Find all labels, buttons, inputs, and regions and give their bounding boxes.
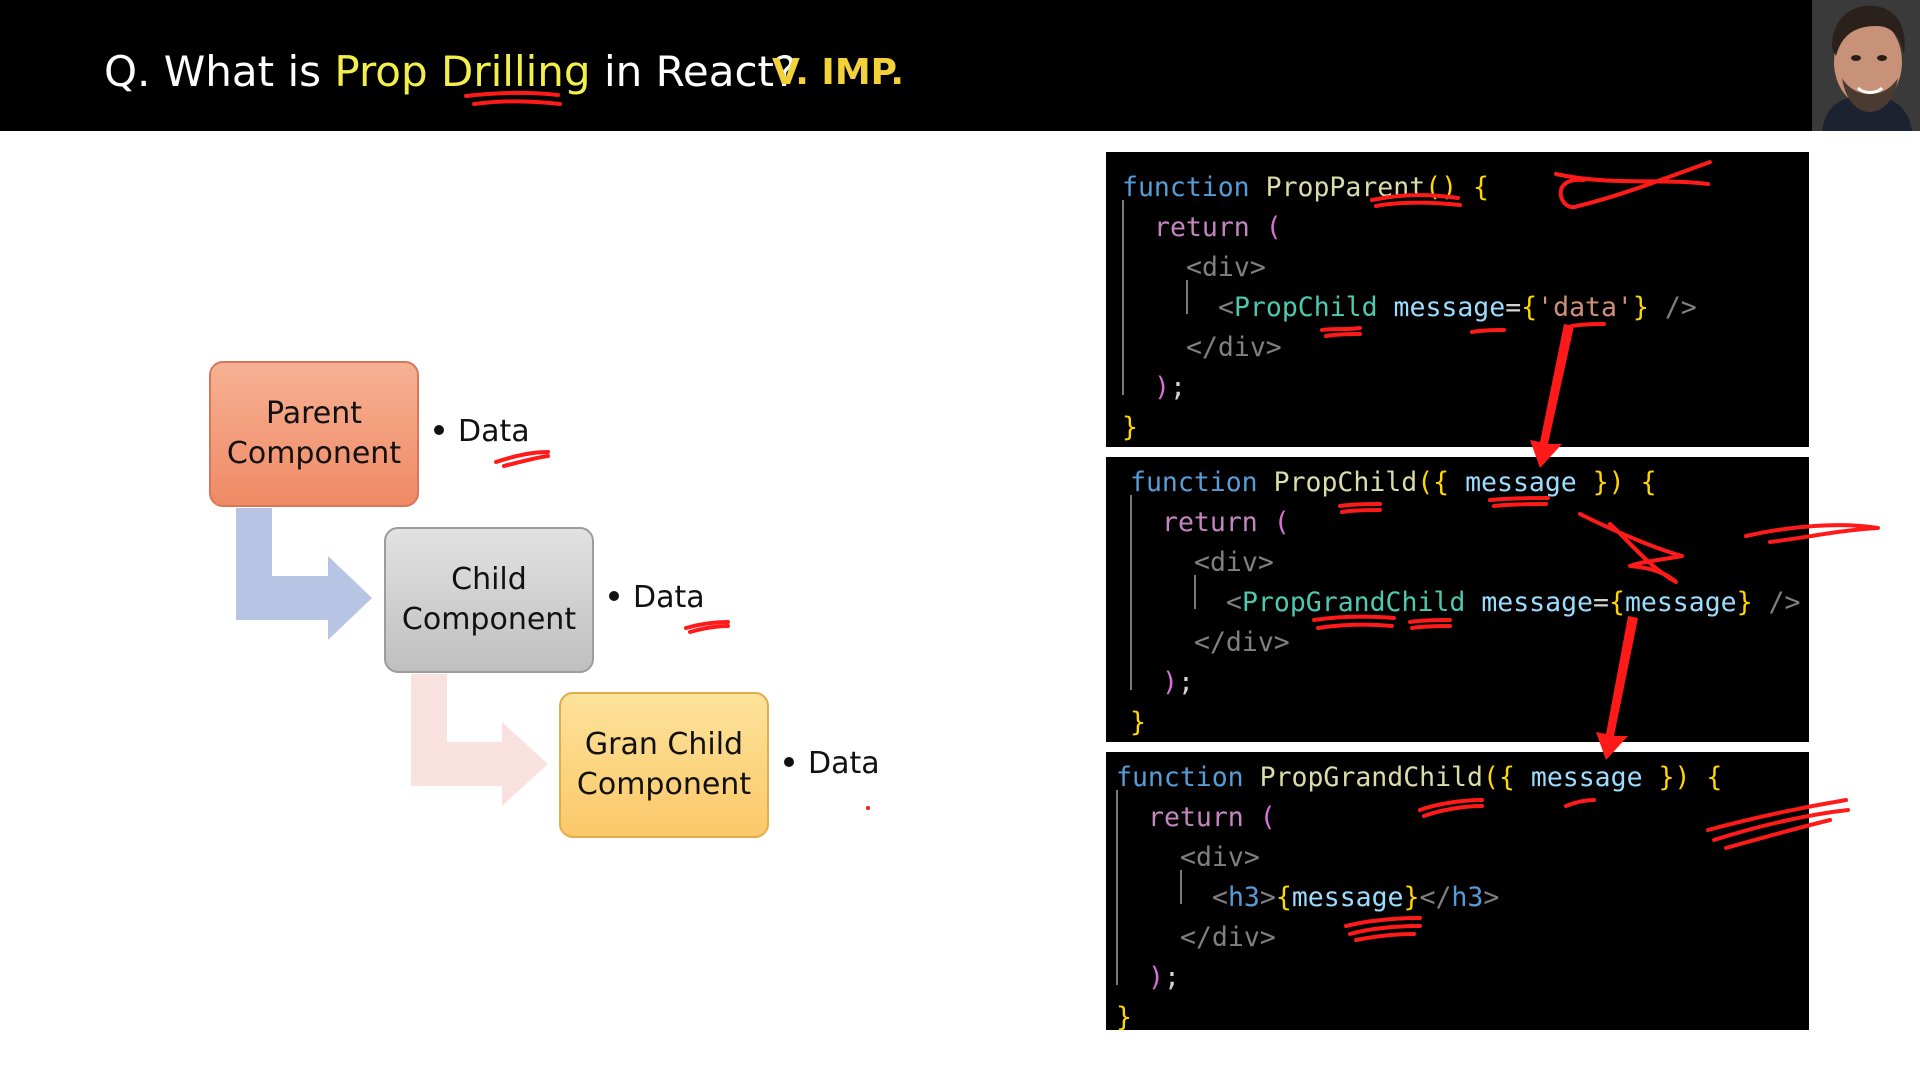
code-line: function PropParent() { xyxy=(1122,172,1490,203)
code-line: ); xyxy=(1148,962,1180,993)
annotation-dot xyxy=(866,806,870,810)
code-line: ); xyxy=(1162,667,1194,698)
indent-guide xyxy=(1186,280,1188,314)
indent-guide xyxy=(1194,575,1196,609)
code-line: <PropGrandChild message={message} /> xyxy=(1226,587,1801,618)
code-line: return ( xyxy=(1148,802,1276,833)
code-line: <h3>{message}</h3> xyxy=(1212,882,1500,913)
grandchild-data-label: Data xyxy=(808,746,880,781)
annotation-underline xyxy=(688,624,730,634)
code-line: } xyxy=(1122,412,1138,443)
presenter-face-icon xyxy=(1812,0,1920,131)
grandchild-data-bullet: Data xyxy=(784,744,880,784)
parent-to-child-arrow xyxy=(236,508,372,640)
code-line: </div> xyxy=(1194,627,1290,658)
parent-data-bullet: Data xyxy=(434,412,530,452)
child-to-grandchild-arrow xyxy=(411,674,548,806)
title-suffix: in React? xyxy=(590,47,797,96)
code-line: ); xyxy=(1154,372,1186,403)
child-data-label: Data xyxy=(633,580,705,615)
bullet-icon xyxy=(784,756,794,767)
code-panel-prop-child: function PropChild({ message }) { return… xyxy=(1106,457,1809,742)
code-line: } xyxy=(1116,1002,1132,1033)
parent-data-label: Data xyxy=(458,414,530,449)
annotation-underline xyxy=(684,620,730,630)
indent-guide xyxy=(1130,495,1132,690)
importance-badge: V. IMP. xyxy=(772,52,905,93)
grandchild-component-box: Gran Child Component xyxy=(559,692,769,838)
code-line: } xyxy=(1130,707,1146,738)
child-component-box: Child Component xyxy=(384,527,594,673)
annotation-underline xyxy=(502,454,550,468)
code-line: </div> xyxy=(1180,922,1276,953)
parent-component-box: Parent Component xyxy=(209,361,419,507)
code-line: <div> xyxy=(1194,547,1274,578)
indent-guide xyxy=(1180,870,1182,904)
code-line: function PropGrandChild({ message }) { xyxy=(1116,762,1723,793)
bullet-icon xyxy=(434,424,444,435)
code-line: function PropChild({ message }) { xyxy=(1130,467,1657,498)
code-line: <div> xyxy=(1180,842,1260,873)
code-line: return ( xyxy=(1162,507,1290,538)
code-panel-prop-grandchild: function PropGrandChild({ message }) { r… xyxy=(1106,752,1809,1033)
indent-guide xyxy=(1122,200,1124,395)
title-highlight: Prop Drilling xyxy=(334,47,591,96)
annotation-underline xyxy=(494,450,550,464)
child-data-bullet: Data xyxy=(609,578,705,618)
code-line: <PropChild message={'data'} /> xyxy=(1218,292,1697,323)
presenter-avatar xyxy=(1812,0,1920,131)
code-line: <div> xyxy=(1186,252,1266,283)
code-panel-prop-parent: function PropParent() { return ( <div> <… xyxy=(1106,152,1809,447)
header-bar: Q. What is Prop Drilling in React? V. IM… xyxy=(0,0,1920,131)
slide-title: Q. What is Prop Drilling in React? xyxy=(104,44,796,100)
code-line: return ( xyxy=(1154,212,1282,243)
code-line: </div> xyxy=(1186,332,1282,363)
title-prefix: Q. What is xyxy=(104,47,335,96)
bullet-icon xyxy=(609,590,619,601)
indent-guide xyxy=(1116,790,1118,985)
